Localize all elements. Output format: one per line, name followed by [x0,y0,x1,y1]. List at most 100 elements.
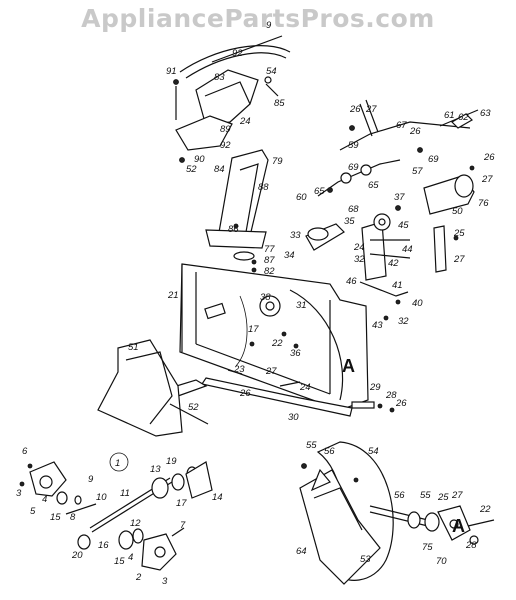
part-label: 70 [436,556,447,567]
part-label: 38 [260,292,271,303]
part-label: 4 [128,552,133,563]
part-label: 19 [166,456,177,467]
part-label: 33 [290,230,301,241]
watermark: AppliancePartsPros.com [81,4,435,33]
part-label: 3 [162,576,168,587]
part-label: 6 [22,446,28,457]
part-label: 91 [166,66,177,77]
part-label: 16 [98,540,109,551]
part-label: 9 [266,20,272,31]
part-label: 13 [150,464,161,475]
part-label: 88 [258,182,269,193]
rotator-shaft [317,99,479,211]
part-label: 82 [264,266,275,277]
part-label: 54 [368,446,379,457]
part-label: 55 [420,490,431,501]
part-label: 27 [481,174,493,185]
part-label: 26 [395,398,407,409]
part-number-labels: 9 92 91 83 54 85 89 92 90 52 24 84 79 88… [16,20,495,587]
part-label: 76 [478,198,489,209]
part-label: 83 [214,72,225,83]
part-label: 61 [444,110,455,121]
part-label: 31 [296,300,307,311]
part-label: 69 [428,154,439,165]
part-label: 27 [453,254,465,265]
part-label: 23 [233,364,245,375]
part-label: 75 [422,542,433,553]
part-label: 3 [16,488,22,499]
part-label: 37 [394,192,405,203]
part-label: 26 [349,104,361,115]
part-label: 26 [409,126,421,137]
part-label: 24 [239,116,251,127]
part-label: 1 [115,458,120,469]
part-label: 15 [114,556,125,567]
part-label: 36 [290,348,301,359]
bearing-plate [305,213,411,321]
part-label: 55 [306,440,317,451]
part-label: 32 [354,254,365,265]
callout-markers: A A [342,356,465,536]
part-label: 24 [353,242,365,253]
auger-housing [179,263,369,411]
part-label: 86 [228,224,239,235]
part-label: 65 [314,186,325,197]
part-label: 20 [71,550,83,561]
part-label: 15 [50,512,61,523]
part-label: 43 [372,320,383,331]
part-label: 68 [348,204,359,215]
part-label: 69 [348,162,359,173]
part-label: 14 [212,492,223,503]
part-label: 89 [220,124,231,135]
part-label: 22 [271,338,283,349]
part-label: 26 [239,388,251,399]
part-label: 64 [296,546,307,557]
part-label: 22 [479,504,491,515]
part-label: 25 [437,492,449,503]
part-label: 27 [365,104,377,115]
part-label: 65 [368,180,379,191]
part-label: 7 [180,520,186,531]
auger-shaft-assembly [19,452,213,571]
part-label: 41 [392,280,403,291]
part-label: 63 [480,108,491,119]
part-label: 92 [220,140,231,151]
part-label: 21 [167,290,179,301]
part-label: 30 [288,412,299,423]
part-label: 67 [396,120,407,131]
part-label: 40 [412,298,423,309]
part-label: 77 [264,244,275,255]
part-label: 34 [284,250,295,261]
part-label: 51 [128,342,139,353]
part-label: 52 [188,402,199,413]
crank-bracket [423,165,475,273]
part-label: 59 [348,140,359,151]
part-label: 17 [176,498,187,509]
part-label: 79 [272,156,283,167]
part-label: 84 [214,164,225,175]
part-label: 11 [120,488,130,499]
part-label: 53 [360,554,371,565]
part-label: 29 [369,382,381,393]
part-label: 56 [394,490,405,501]
part-label: 24 [299,382,311,393]
part-label: 52 [186,164,197,175]
part-label: 10 [96,492,107,503]
part-label: 92 [232,48,243,59]
part-label: 57 [412,166,423,177]
part-label: 85 [274,98,285,109]
part-label: 17 [248,324,259,335]
part-label: 8 [70,512,76,523]
part-label: 35 [344,216,355,227]
part-label: 25 [453,228,465,239]
part-label: 27 [265,366,277,377]
callout-a: A [342,356,355,376]
part-label: 54 [266,66,277,77]
part-label: 56 [324,446,335,457]
part-label: 26 [483,152,495,163]
part-label: 9 [88,474,94,485]
part-label: 2 [135,572,142,583]
part-label: 42 [388,258,399,269]
